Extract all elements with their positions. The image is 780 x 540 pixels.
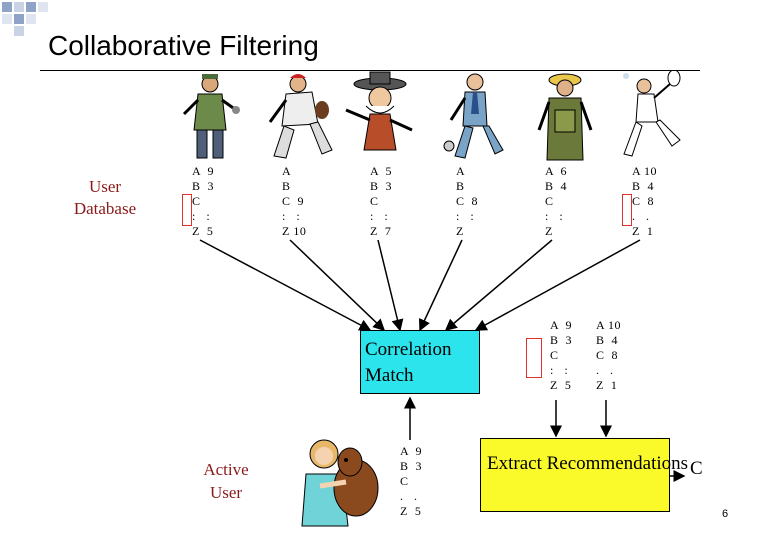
businessman-icon	[443, 73, 504, 159]
recommendation-result: C	[690, 458, 703, 479]
mechanic-icon	[182, 74, 240, 159]
matched-user-marker	[526, 338, 542, 378]
active-user-ratings: A 9 B 3 C . . Z 5	[400, 444, 423, 518]
user-ratings: A 5 B 3 C : : Z 7	[370, 164, 393, 238]
woman-with-dog-icon	[301, 439, 379, 527]
user-ratings: A 9 B 3 C : : Z 5	[192, 164, 215, 238]
user-ratings: A 6 B 4 C : : Z	[545, 164, 568, 238]
matched-user-ratings: A 9 B 3 C : : Z 5	[550, 318, 573, 392]
user-database-label: User Database	[73, 177, 137, 218]
extract-recommendations-box: Extract Recommendations	[480, 438, 688, 512]
user-ratings: A 10 B 4 C 8 . . Z 1	[632, 164, 658, 238]
tennis-player-icon	[623, 70, 681, 157]
active-user-label: Active User	[203, 460, 249, 502]
corner-grid-decoration	[2, 2, 48, 36]
selected-user-marker	[622, 194, 632, 226]
matched-user-ratings: A 10 B 4 C 8 . . Z 1	[596, 318, 622, 392]
baseball-player-icon	[268, 74, 333, 159]
farmer-icon	[537, 73, 593, 161]
selected-user-marker	[182, 194, 192, 226]
title-divider	[40, 70, 700, 71]
page-title: Collaborative Filtering	[48, 30, 319, 61]
correlation-match-box: Correlation Match	[360, 330, 480, 394]
user-ratings: A B C 8 : : Z	[456, 164, 479, 238]
cowboy-icon	[345, 71, 413, 151]
page-number: 6	[722, 508, 729, 520]
user-ratings: A B C 9 : : Z 10	[282, 164, 307, 238]
